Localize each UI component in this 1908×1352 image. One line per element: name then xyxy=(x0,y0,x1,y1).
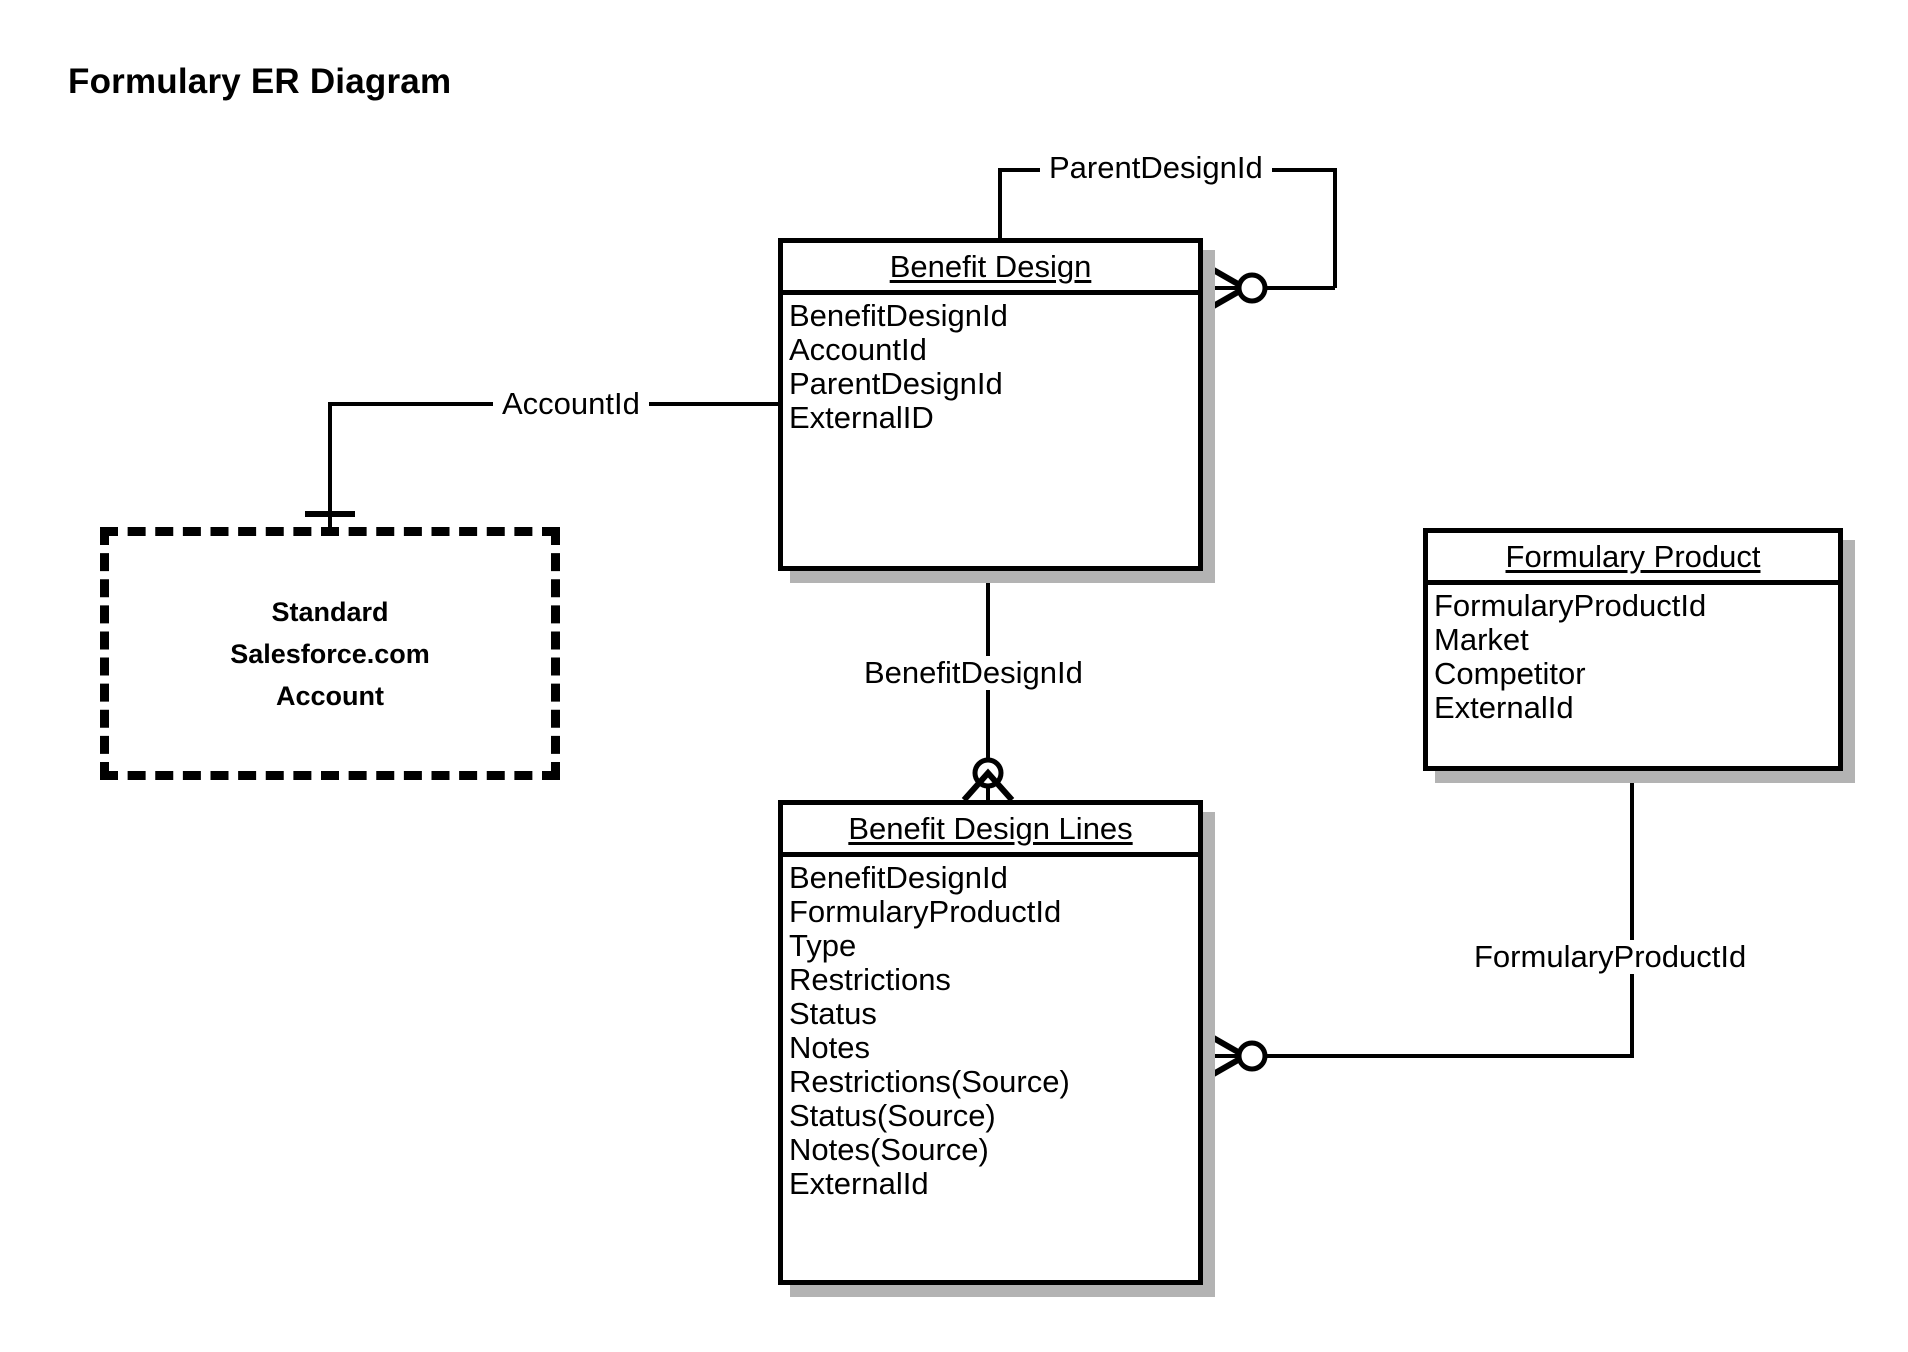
entity-field: AccountId xyxy=(789,332,927,367)
entity-standard-salesforce-account[interactable]: Standard Salesforce.com Account xyxy=(100,527,560,780)
entity-field: Type xyxy=(789,928,857,963)
entity-field-list: FormularyProductId Market Competitor Ext… xyxy=(1428,585,1838,725)
entity-benefit-design[interactable]: Benefit Design BenefitDesignId AccountId… xyxy=(778,238,1203,571)
relationship-label-parent-design: ParentDesignId xyxy=(1040,151,1272,185)
entity-field: ExternalId xyxy=(789,1166,929,1201)
entity-field: Status xyxy=(789,996,877,1031)
relationship-label-account: AccountId xyxy=(493,387,649,421)
page-title: Formulary ER Diagram xyxy=(68,62,452,101)
relationship-label-benefit-design: BenefitDesignId xyxy=(855,656,1092,690)
entity-field: BenefitDesignId xyxy=(789,860,1008,895)
entity-field: Status(Source) xyxy=(789,1098,996,1133)
entity-header-benefit-design-lines: Benefit Design Lines xyxy=(783,805,1198,857)
connector-account xyxy=(305,402,778,530)
entity-field: Notes(Source) xyxy=(789,1132,989,1167)
entity-field: Notes xyxy=(789,1030,870,1065)
entity-field: Market xyxy=(1434,622,1529,657)
entity-field: FormularyProductId xyxy=(789,894,1062,929)
entity-field: Restrictions xyxy=(789,962,951,997)
external-entity-label: Standard Salesforce.com Account xyxy=(230,596,430,711)
entity-header-benefit-design: Benefit Design xyxy=(783,243,1198,295)
entity-field: Competitor xyxy=(1434,656,1586,691)
entity-field: ExternalID xyxy=(789,400,934,435)
entity-formulary-product[interactable]: Formulary Product FormularyProductId Mar… xyxy=(1423,528,1843,771)
entity-field: Restrictions(Source) xyxy=(789,1064,1070,1099)
entity-title: Formulary Product xyxy=(1505,538,1761,574)
entity-header-formulary-product: Formulary Product xyxy=(1428,533,1838,585)
connector-formulary-product xyxy=(1201,771,1634,1083)
entity-title: Benefit Design Lines xyxy=(848,810,1133,846)
entity-field-list: BenefitDesignId FormularyProductId Type … xyxy=(783,857,1198,1201)
entity-field: ExternalId xyxy=(1434,690,1574,725)
entity-field-list: BenefitDesignId AccountId ParentDesignId… xyxy=(783,295,1198,435)
entity-field: FormularyProductId xyxy=(1434,588,1707,623)
entity-benefit-design-lines[interactable]: Benefit Design Lines BenefitDesignId For… xyxy=(778,800,1203,1285)
entity-field: BenefitDesignId xyxy=(789,298,1008,333)
entity-field: ParentDesignId xyxy=(789,366,1003,401)
relationship-label-formulary-product: FormularyProductId xyxy=(1465,940,1756,974)
entity-title: Benefit Design xyxy=(889,248,1092,284)
